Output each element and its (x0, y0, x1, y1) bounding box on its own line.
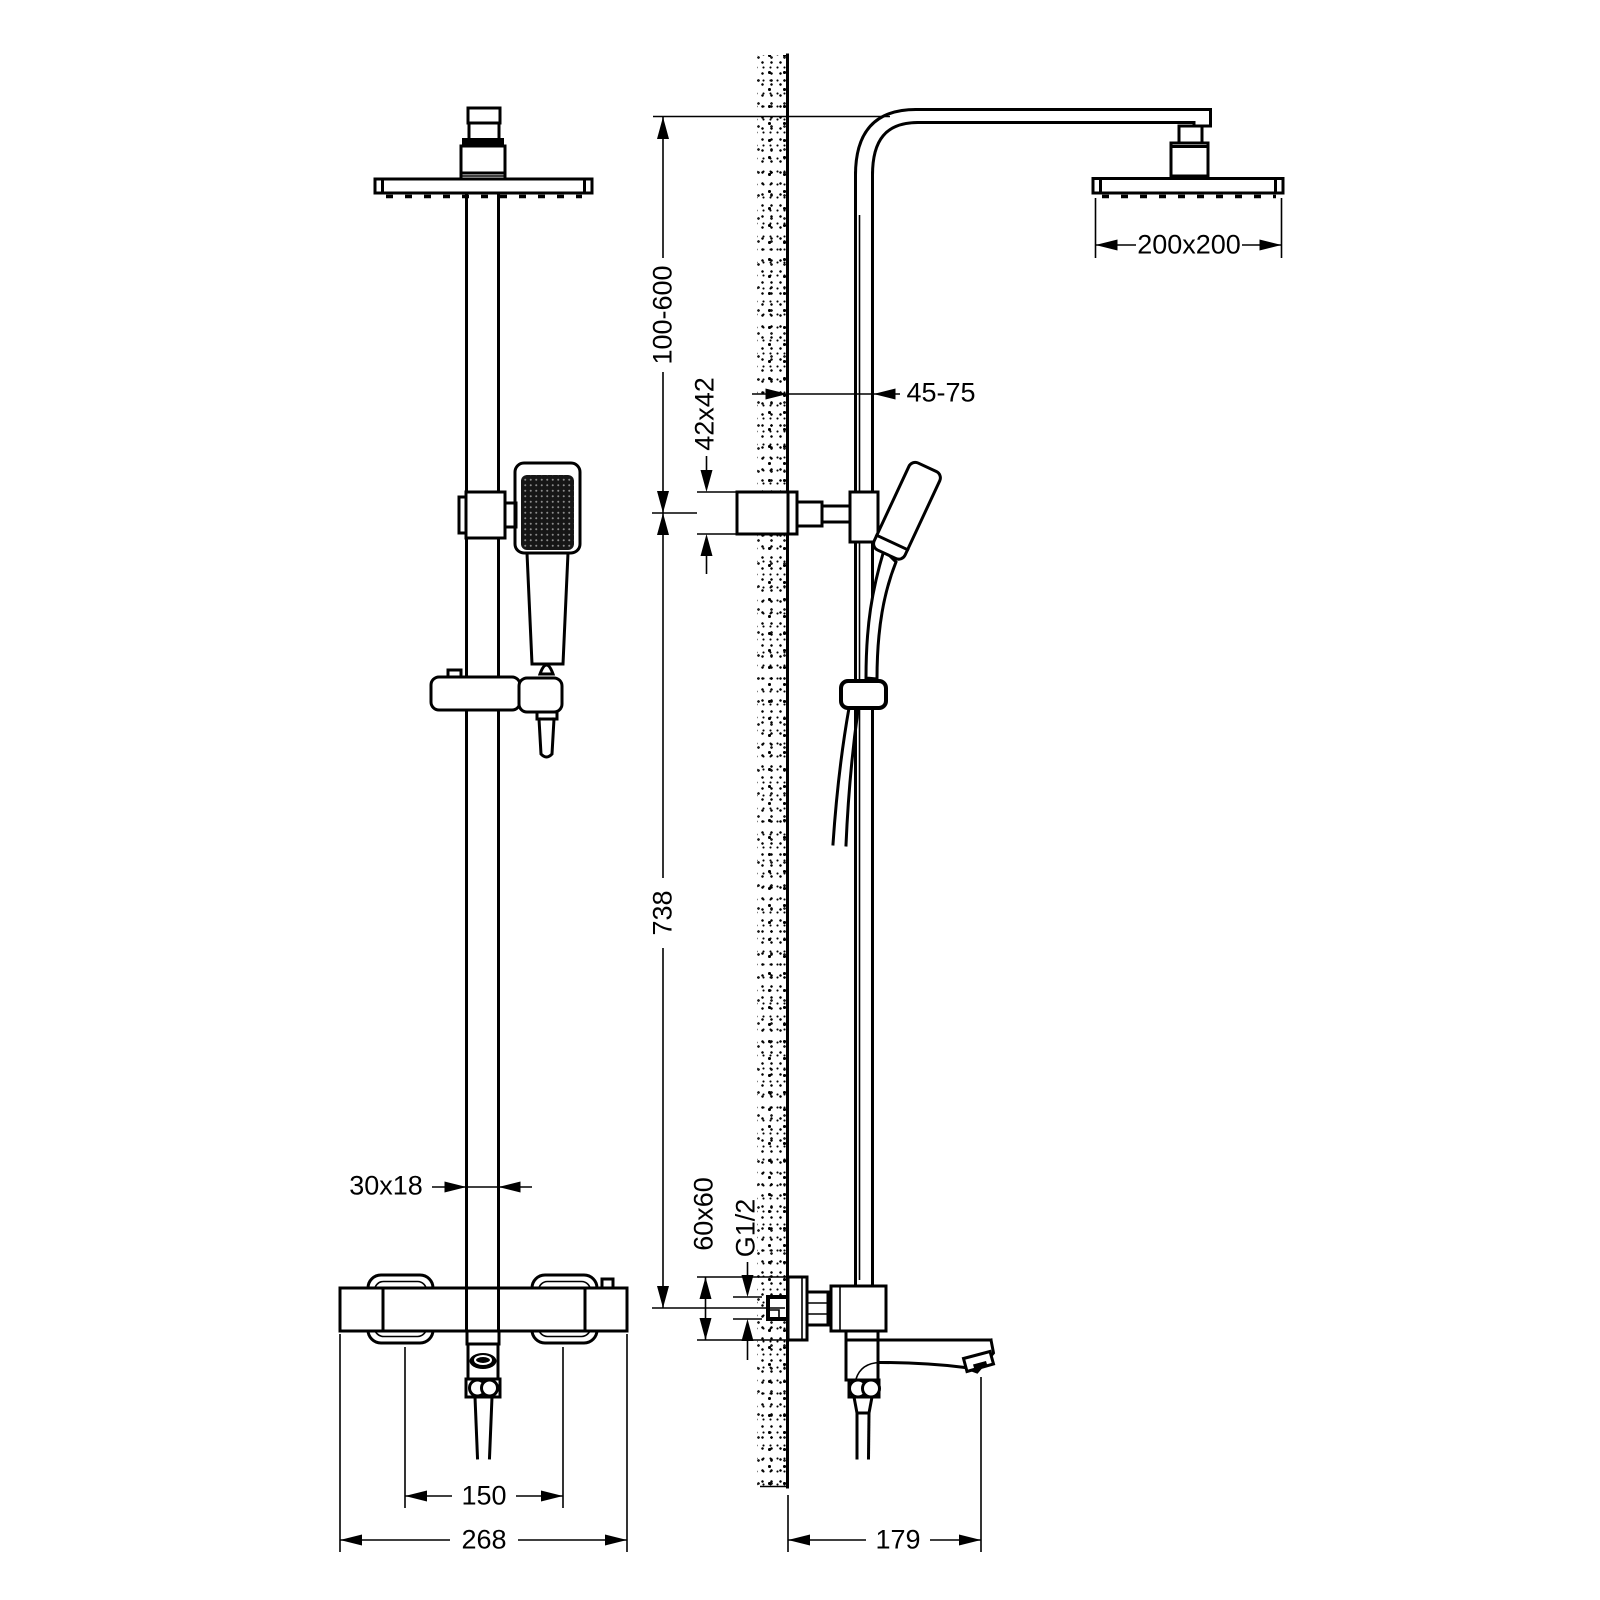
handshower-front (513, 461, 582, 676)
shower-arm (914, 108, 1212, 128)
handshower-spray-face (521, 475, 574, 550)
handshower-hose-nipple (537, 663, 556, 676)
mixer-hose-side (847, 1378, 881, 1460)
dim-inlet-centers-lines (404, 1347, 564, 1508)
dim-thread: G1/2 (730, 1198, 761, 1258)
slider-bracket-front (457, 490, 518, 540)
mixer-body-side (829, 1284, 888, 1333)
dim-rail-length-lines (652, 513, 785, 1309)
dim-thread-lines (733, 1262, 762, 1360)
head-connector-front (459, 106, 507, 181)
dim-rail-profile-lines (432, 1181, 532, 1193)
mixer-outlet-front (464, 1329, 502, 1460)
mixer-body-front (338, 1277, 629, 1333)
dim-rail-profile: 30x18 (349, 1170, 423, 1201)
side-view (652, 53, 1285, 1552)
dim-rail-length: 738 (647, 890, 678, 936)
slider-ring-side (839, 679, 888, 710)
dim-head-size-lines (1094, 198, 1283, 258)
dim-height-range-lines (652, 115, 890, 514)
dim-upper-union-lines (697, 456, 787, 574)
dim-upper-union: 42x42 (689, 377, 720, 451)
overhead-shower-front (373, 177, 594, 199)
handshower-side (864, 460, 942, 681)
hose-side (831, 706, 860, 847)
wall-hatch-texture (757, 55, 787, 1487)
front-view (338, 106, 629, 1552)
dim-inlet-centers: 150 (461, 1480, 507, 1511)
diverter-button (600, 1277, 615, 1290)
wall (760, 53, 789, 1489)
dim-height-range: 100-600 (647, 265, 678, 365)
bath-spout-side (844, 1329, 996, 1382)
upper-wall-union (735, 490, 880, 544)
hose-front (537, 717, 556, 759)
overhead-shower-side (1091, 124, 1285, 199)
dim-head-size: 200x200 (1137, 229, 1241, 260)
shower-rail-front (465, 191, 500, 1333)
dim-spout-reach: 179 (875, 1524, 921, 1555)
dim-spout-reach-lines (787, 1377, 982, 1552)
dim-mixer-width: 268 (461, 1524, 507, 1555)
dim-mixer-width-lines (339, 1334, 628, 1552)
riser-pipe-side (853, 107, 1212, 1288)
dim-wall-to-rail: 45-75 (906, 377, 976, 408)
lower-wall-union (766, 1275, 842, 1342)
handshower-holder-front (429, 668, 564, 759)
dim-lower-union: 60x60 (688, 1177, 719, 1251)
dim-wall-to-rail-lines (752, 388, 900, 400)
